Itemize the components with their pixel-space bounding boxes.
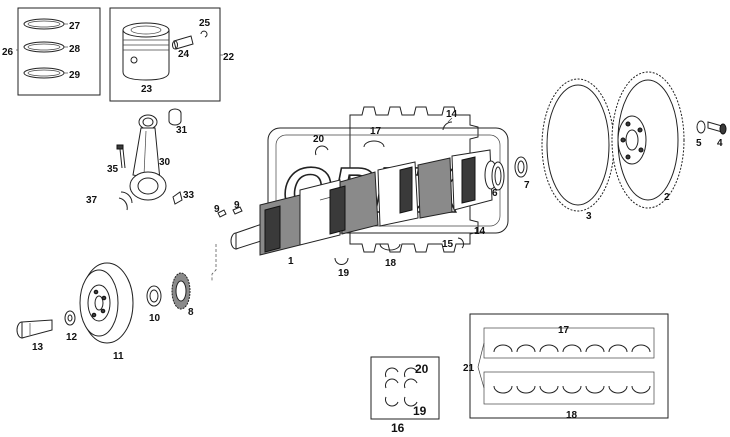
label-3: 3 xyxy=(586,211,592,222)
label-26: 26 xyxy=(2,47,14,58)
woodruff-key-9b xyxy=(232,206,243,215)
circlip-25 xyxy=(200,30,208,38)
piston-ring-28 xyxy=(23,41,65,53)
label-8: 8 xyxy=(188,307,194,318)
label-12: 12 xyxy=(66,332,78,343)
label-33: 33 xyxy=(183,190,195,201)
label-24: 24 xyxy=(178,49,190,60)
label-21: 21 xyxy=(463,363,475,374)
pulley-bolt-13 xyxy=(16,319,53,339)
label-7: 7 xyxy=(524,180,530,191)
washer-5 xyxy=(696,120,706,134)
label-14a: 14 xyxy=(446,109,458,120)
main-bearing-set-box: 17 18 21 xyxy=(463,313,669,421)
piston-ring-29 xyxy=(23,67,65,79)
label-20a: 20 xyxy=(313,134,325,145)
label-10: 10 xyxy=(149,313,161,324)
connecting-rod-group: 31 30 35 33 37 xyxy=(86,108,195,211)
label-14b: 14 xyxy=(474,226,486,237)
thrust-washer-15 xyxy=(457,237,465,249)
flywheel-bolt-4 xyxy=(707,121,727,135)
label-18a: 18 xyxy=(385,258,397,269)
label-23: 23 xyxy=(141,84,153,95)
rod-bearing-20a xyxy=(315,145,329,156)
label-13: 13 xyxy=(32,342,44,353)
label-17a: 17 xyxy=(370,126,382,137)
rod-nut-33 xyxy=(172,191,183,205)
label-18b: 18 xyxy=(566,410,578,421)
crank-gear-8 xyxy=(171,272,191,310)
label-19a: 19 xyxy=(338,268,350,279)
piston-pin-24 xyxy=(172,35,194,50)
label-17b: 17 xyxy=(558,325,570,336)
label-19b: 19 xyxy=(413,404,427,418)
thrust-washer-14a xyxy=(442,121,453,131)
main-bearing-17a xyxy=(363,140,385,148)
label-16: 16 xyxy=(391,421,405,435)
label-27: 27 xyxy=(69,21,81,32)
main-bearing-18a xyxy=(379,243,401,251)
rear-seal-6 xyxy=(491,161,505,191)
rod-bolt-35 xyxy=(116,144,126,169)
label-35: 35 xyxy=(107,164,119,175)
lower-bearing-row-18 xyxy=(493,385,651,394)
upper-bearing-row-17 xyxy=(493,344,651,353)
label-29: 29 xyxy=(69,70,81,81)
rod-bearing-set-box: 20 19 16 xyxy=(370,356,440,435)
label-2: 2 xyxy=(664,192,670,203)
label-15: 15 xyxy=(442,239,454,250)
crank-pulley-11 xyxy=(79,262,134,344)
label-37: 37 xyxy=(86,195,98,206)
piston-ring-27 xyxy=(23,18,65,30)
small-end-bushing-31 xyxy=(168,108,182,126)
flywheel-2 xyxy=(611,71,685,209)
label-5: 5 xyxy=(696,138,702,149)
label-11: 11 xyxy=(113,351,124,362)
spacer-10 xyxy=(146,285,162,307)
rod-bearing-19a xyxy=(334,257,349,265)
label-6: 6 xyxy=(492,188,498,199)
woodruff-key-9a xyxy=(217,209,227,218)
piston-box: 23 24 25 22 xyxy=(109,7,235,102)
label-28: 28 xyxy=(69,44,81,55)
piston-23 xyxy=(122,22,170,81)
rod-bearing-37 xyxy=(118,191,133,211)
piston-rings-box: 27 28 29 26 xyxy=(2,7,101,96)
label-30: 30 xyxy=(159,157,171,168)
label-4: 4 xyxy=(717,138,723,149)
label-31: 31 xyxy=(176,125,188,136)
bushing-7 xyxy=(514,156,528,178)
washer-12 xyxy=(64,310,76,326)
label-9b: 9 xyxy=(234,200,240,211)
label-22: 22 xyxy=(223,52,235,63)
ring-gear-3 xyxy=(541,78,615,212)
label-25: 25 xyxy=(199,18,211,29)
label-9a: 9 xyxy=(214,204,220,215)
connecting-rod-30 xyxy=(129,114,167,201)
label-20b: 20 xyxy=(415,362,429,376)
crankshaft-1 xyxy=(230,149,498,256)
label-1: 1 xyxy=(288,256,294,267)
